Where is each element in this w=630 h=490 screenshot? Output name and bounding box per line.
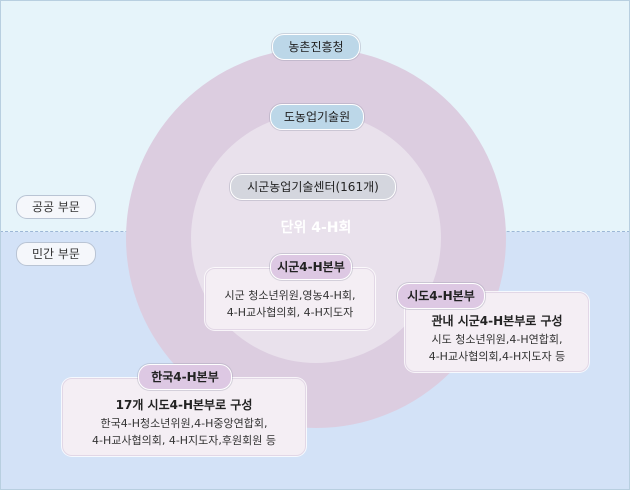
sigun-hq-title: 시군4-H본부 — [270, 254, 352, 280]
county-center-label: 시군농업기술센터(161개) — [230, 174, 396, 200]
sigun-hq-line-2: 4-H교사협의회, 4-H지도자 — [226, 306, 354, 319]
korea-hq-line-1: 한국4-H청소년위원,4-H중앙연합회, — [100, 417, 268, 430]
sido-hq-line-1: 시도 청소년위원,4-H연합회, — [431, 333, 563, 346]
korea-hq-box: 17개 시도4-H본부로 구성 한국4-H청소년위원,4-H중앙연합회, 4-H… — [62, 378, 306, 456]
sigun-hq-line-1: 시군 청소년위원,영농4-H회, — [224, 289, 356, 302]
korea-hq-title: 한국4-H본부 — [138, 364, 232, 390]
core-label: 단위 4-H회 — [280, 220, 352, 236]
sido-hq-line-2: 4-H교사협의회,4-H지도자 등 — [428, 350, 566, 363]
korea-hq-line-2: 4-H교사협의회, 4-H지도자,후원회원 등 — [91, 434, 277, 447]
private-sector-label: 민간 부문 — [16, 242, 96, 266]
provincial-ars-label: 도농업기술원 — [270, 104, 364, 130]
public-sector-label: 공공 부문 — [16, 195, 96, 219]
sido-hq-heading: 관내 시군4-H본부로 구성 — [431, 314, 563, 328]
rda-label: 농촌진흥청 — [272, 34, 360, 60]
sido-hq-title: 시도4-H본부 — [397, 283, 485, 309]
korea-hq-heading: 17개 시도4-H본부로 구성 — [115, 398, 253, 412]
